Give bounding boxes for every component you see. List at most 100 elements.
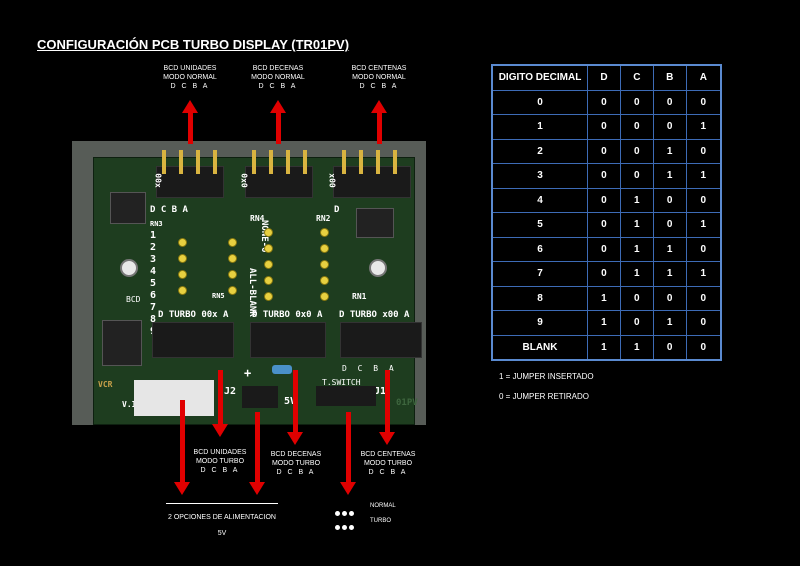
table-cell: 0 [652,187,687,213]
table-cell: 1 [587,310,621,336]
silk-rn5: RN5 [212,292,225,300]
vcr-logo: VCR [98,380,113,389]
silk-rev: 01PV [396,398,418,408]
table-cell: 0 [685,310,722,336]
table-cell: 0 [652,285,687,311]
table-cell: 0 [685,334,722,361]
table-cell: 0 [587,187,621,213]
arrow-down-unidades [212,424,228,437]
pin [252,150,256,174]
table-cell: 0 [587,261,621,287]
header-j2 [242,386,278,408]
silk-j1: J1 [374,386,387,397]
table-cell: 0 [619,114,654,140]
arrow-up-decenas-shaft [276,112,281,144]
header-turbo-0x0 [250,322,326,358]
table-cell: 0 [491,89,588,115]
pad [178,270,187,279]
mounting-hole-left [120,259,138,277]
table-cell: 0 [652,89,687,115]
arrow-down-power1 [174,482,190,495]
power-voltage: 5V [217,530,227,537]
table-cell: 5 [491,212,588,238]
table-cell: 0 [685,138,722,164]
silk-00x: 00x [153,173,163,188]
table-cell: 0 [652,114,687,140]
arrow-up-unidades-shaft [188,112,193,144]
table-cell: 0 [619,163,654,189]
bottom-label-decenas-line1: BCD DECENAS [270,451,322,458]
table-header-b: B [652,64,687,91]
mounting-hole-right [369,259,387,277]
table-cell: 0 [587,138,621,164]
pad [228,286,237,295]
pad [264,228,273,237]
table-cell: 1 [652,163,687,189]
power-connector [134,380,214,416]
table-cell: 1 [652,261,687,287]
arrow-down-power1-shaft [180,400,185,482]
pad [320,244,329,253]
table-cell: 1 [619,261,654,287]
table-cell: 0 [685,285,722,311]
page-title: CONFIGURACIÓN PCB TURBO DISPLAY (TR01PV) [37,37,350,52]
header-00x [156,166,224,198]
silk-x00: x00 [327,173,337,188]
table-cell: 7 [491,261,588,287]
header-0x0 [245,166,313,198]
table-header-a: A [685,64,722,91]
table-cell: 0 [619,310,654,336]
arrow-down-decenas-shaft [293,370,298,432]
table-cell: 0 [685,187,722,213]
table-cell: 1 [685,163,722,189]
table-cell: 1 [652,236,687,262]
pad [178,238,187,247]
pad [264,292,273,301]
arrow-down-centenas [379,432,395,445]
table-cell: 1 [619,236,654,262]
pin [342,150,346,174]
bottom-label-centenas: BCD CENTENAS MODO TURBO D C B A [358,450,418,477]
table-cell: 0 [587,212,621,238]
arrow-up-centenas [371,100,387,113]
silk-rn1: RN1 [352,292,367,301]
table-cell: 1 [652,310,687,336]
silk-rn3: RN3 [150,220,163,228]
pin [303,150,307,174]
ic-bottom-left [102,320,142,366]
top-label-unidades-line2: MODO NORMAL [163,74,217,81]
table-cell: 2 [491,138,588,164]
bottom-label-decenas-line2: MODO TURBO [271,460,321,467]
table-cell: BLANK [491,334,588,361]
table-cell: 0 [652,212,687,238]
table-cell: 1 [587,334,621,361]
bottom-label-decenas-bits: D C B A [276,469,316,476]
note-removed: 0 = JUMPER RETIRADO [499,392,590,401]
arrow-up-unidades [182,100,198,113]
resistor [272,365,292,374]
pad [178,254,187,263]
silk-dcba-small: D C B A [342,364,397,373]
table-cell: 1 [587,285,621,311]
top-label-unidades-line1: BCD UNIDADES [163,65,217,72]
table-cell: 0 [685,236,722,262]
table-cell: 9 [491,310,588,336]
table-cell: 1 [619,212,654,238]
bottom-label-decenas: BCD DECENAS MODO TURBO D C B A [266,450,326,477]
bottom-label-centenas-line1: BCD CENTENAS [360,451,416,458]
silk-5v: 5V [284,396,297,407]
pin [179,150,183,174]
table-cell: 0 [619,285,654,311]
table-cell: 0 [619,89,654,115]
silk-dcba-left: D C B A [150,205,188,215]
table-cell: 8 [491,285,588,311]
top-label-unidades: BCD UNIDADES MODO NORMAL D C B A [160,64,220,91]
